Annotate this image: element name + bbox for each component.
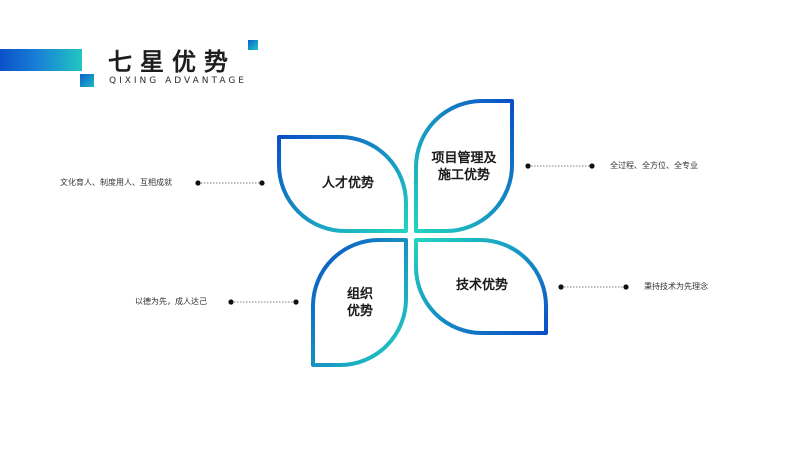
petal-label-organization-line2: 优势: [346, 304, 373, 319]
petal-label-project-line2: 施工优势: [437, 168, 490, 183]
page-subtitle: QIXING ADVANTAGE: [109, 76, 247, 86]
side-text-project: 全过程、全方位、全专业: [610, 161, 698, 170]
connector-technology: [558, 284, 629, 290]
connector-talent: [195, 180, 265, 186]
side-text-talent: 文化育人、制度用人、互相成就: [60, 178, 172, 187]
petal-label-project: 项目管理及 施工优势: [424, 150, 504, 184]
connector-organization: [228, 299, 299, 305]
petal-label-project-line1: 项目管理及: [431, 151, 497, 166]
page-title: 七星优势: [108, 48, 236, 76]
petal-label-talent: 人才优势: [321, 176, 374, 191]
side-text-technology: 秉持技术为先理念: [644, 282, 708, 291]
connector-project: [525, 163, 595, 169]
petal-technology: [414, 238, 548, 335]
header-accent-bar: [0, 49, 82, 71]
petal-project: [414, 99, 514, 233]
side-text-organization: 以德为先，成人达己: [135, 297, 207, 306]
petal-label-organization-line1: 组织: [346, 287, 373, 302]
header-accent-square-small: [248, 40, 258, 50]
petal-label-organization: 组织 优势: [330, 286, 390, 320]
petal-talent: [277, 135, 408, 233]
petal-label-technology: 技术优势: [455, 278, 508, 293]
petal-organization: [311, 238, 408, 367]
header-accent-square: [80, 74, 94, 87]
